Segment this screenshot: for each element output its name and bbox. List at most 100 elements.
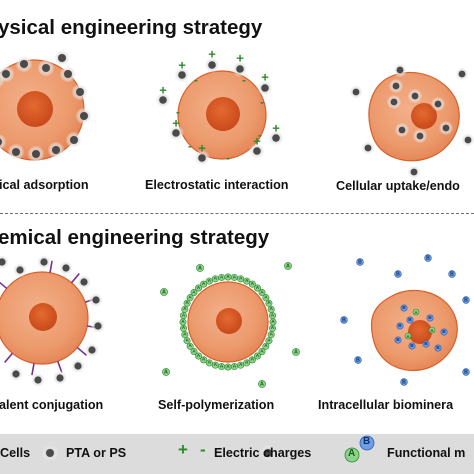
adsorbed-particle-0: [2, 70, 10, 78]
charged-particle-0: [178, 71, 186, 79]
internal-a-bead-0-letter: A: [414, 310, 418, 315]
legend-particles-label: PTA or PS: [66, 446, 127, 460]
polymer-bead-13: [211, 361, 219, 369]
polymer-bead-36: [243, 277, 251, 285]
polymer-bead-18: [186, 342, 194, 350]
polymer-bead-37: [248, 280, 256, 288]
polymer-bead-35: [237, 275, 245, 283]
covalent-linker-6: [31, 363, 35, 376]
polymer-bead-7-letter: A: [251, 357, 255, 363]
polymer-bead-27: [190, 289, 198, 297]
polymer-bead-27-letter: A: [192, 289, 196, 295]
surface-charge-minus-0: -: [194, 73, 198, 87]
external-b-bead-4-letter: B: [464, 297, 468, 303]
polymer-bead-28: [195, 284, 203, 292]
internalized-particle-1: [398, 126, 406, 134]
polymer-bead-8-letter: A: [245, 360, 249, 366]
caption-intracellular-biomineralization: Intracellular biominera: [318, 398, 454, 412]
polymer-bead-2: [267, 331, 275, 339]
charged-particle-6: [172, 129, 180, 137]
polymer-bead-25-letter: A: [185, 300, 189, 306]
free-a-bead-3-letter: A: [294, 349, 298, 355]
internalized-particle-0: [390, 98, 398, 106]
polymer-bead-3: [265, 337, 273, 345]
covalent-linker-0: [49, 260, 53, 273]
polymer-bead-3-letter: A: [267, 337, 271, 343]
polymer-bead-24-letter: A: [183, 306, 187, 312]
polymer-bead-16-letter: A: [197, 353, 201, 359]
conjugated-particle-4: [92, 296, 100, 304]
internal-b-bead-8-letter: B: [436, 345, 440, 351]
particle-charge-plus-0: +: [178, 58, 186, 73]
internalized-particle-5: [442, 124, 450, 132]
functional-a-icon: [344, 447, 360, 463]
charged-particle-5: [272, 134, 280, 142]
polymer-bead-34-letter: A: [233, 274, 237, 280]
external-b-bead-4: [462, 296, 470, 304]
conjugated-particle-2: [62, 264, 70, 272]
conjugated-particle-6: [88, 346, 96, 354]
free-a-bead-2-letter: A: [286, 263, 290, 269]
charged-particle-3: [261, 84, 269, 92]
polymer-bead-17-letter: A: [192, 348, 196, 354]
free-a-bead-5-letter: A: [260, 381, 264, 387]
adsorbed-particle-1: [20, 60, 28, 68]
polymer-bead-1-letter: A: [271, 325, 275, 331]
polymer-bead-18-letter: A: [188, 343, 192, 349]
internalized-particle-4: [416, 132, 424, 140]
polymer-bead-39-letter: A: [260, 289, 264, 295]
internal-b-bead-7: [394, 336, 402, 344]
particle-charge-plus-top-0: +: [208, 47, 216, 62]
polymer-bead-38: [253, 284, 261, 292]
adsorbed-particle-11-halo: [0, 72, 5, 88]
internal-b-bead-3-letter: B: [428, 315, 432, 321]
covalent-linker-4: [76, 346, 87, 356]
polymer-bead-20-letter: A: [183, 331, 187, 337]
uptake-nucleus: [411, 103, 437, 129]
free-a-bead-0-letter: A: [162, 289, 166, 295]
particle-charge-plus-3: +: [253, 134, 261, 149]
adsorbed-particle-10-halo: [0, 133, 7, 151]
caption-physical-adsorption: ical adsorption: [0, 178, 89, 192]
internal-b-bead-5: [422, 340, 430, 348]
external-b-bead-7: [462, 368, 470, 376]
polymer-bead-38-letter: A: [256, 285, 260, 291]
charged-particle-1: [208, 61, 216, 69]
functional-b-letter: B: [363, 436, 371, 447]
charged-particle-2: [236, 65, 244, 73]
polymer-bead-2-letter: A: [269, 331, 273, 337]
legend-plus-sign: +: [178, 440, 188, 459]
polymer-bead-15-letter: A: [202, 357, 206, 363]
polymer-bead-16: [195, 352, 203, 360]
section-title-physical: ysical engineering strategy: [0, 16, 263, 39]
particle-charge-plus-4: +: [198, 141, 206, 156]
polymer-bead-29-letter: A: [202, 281, 206, 287]
external-b-bead-6-letter: B: [356, 357, 360, 363]
caption-cellular-uptake: Cellular uptake/endo: [336, 179, 460, 193]
polymer-bead-40-letter: A: [264, 294, 268, 300]
polymer-bead-10-letter: A: [233, 363, 237, 369]
internal-a-bead-1-letter: A: [430, 328, 434, 333]
polymer-bead-25: [183, 299, 191, 307]
legend-minus-sign: -: [200, 440, 206, 459]
adsorbed-particle-7: [52, 146, 60, 154]
polymer-bead-30: [205, 277, 213, 285]
polymer-bead-15: [200, 356, 208, 364]
particle-charge-plus-top-2: +: [261, 70, 269, 85]
internal-b-bead-4-letter: B: [442, 329, 446, 335]
adsorbed-particle-9: [12, 148, 20, 156]
polymer-bead-17: [190, 347, 198, 355]
polymer-bead-14-letter: A: [208, 360, 212, 366]
external-b-bead-5-letter: B: [342, 317, 346, 323]
internal-b-bead-0: [400, 304, 408, 312]
charged-particle-4: [159, 96, 167, 104]
cells-layer: [0, 59, 460, 372]
polymer-bead-11-letter: A: [226, 364, 230, 370]
polymer-bead-29: [200, 280, 208, 288]
conjugated-particle-1: [40, 258, 48, 266]
external-particle-3: [410, 168, 418, 176]
internal-b-bead-6-letter: B: [410, 343, 414, 349]
polymer-bead-8: [243, 359, 251, 367]
conjugated-particle-7: [74, 362, 82, 370]
conjugated-particle-0: [16, 266, 24, 274]
